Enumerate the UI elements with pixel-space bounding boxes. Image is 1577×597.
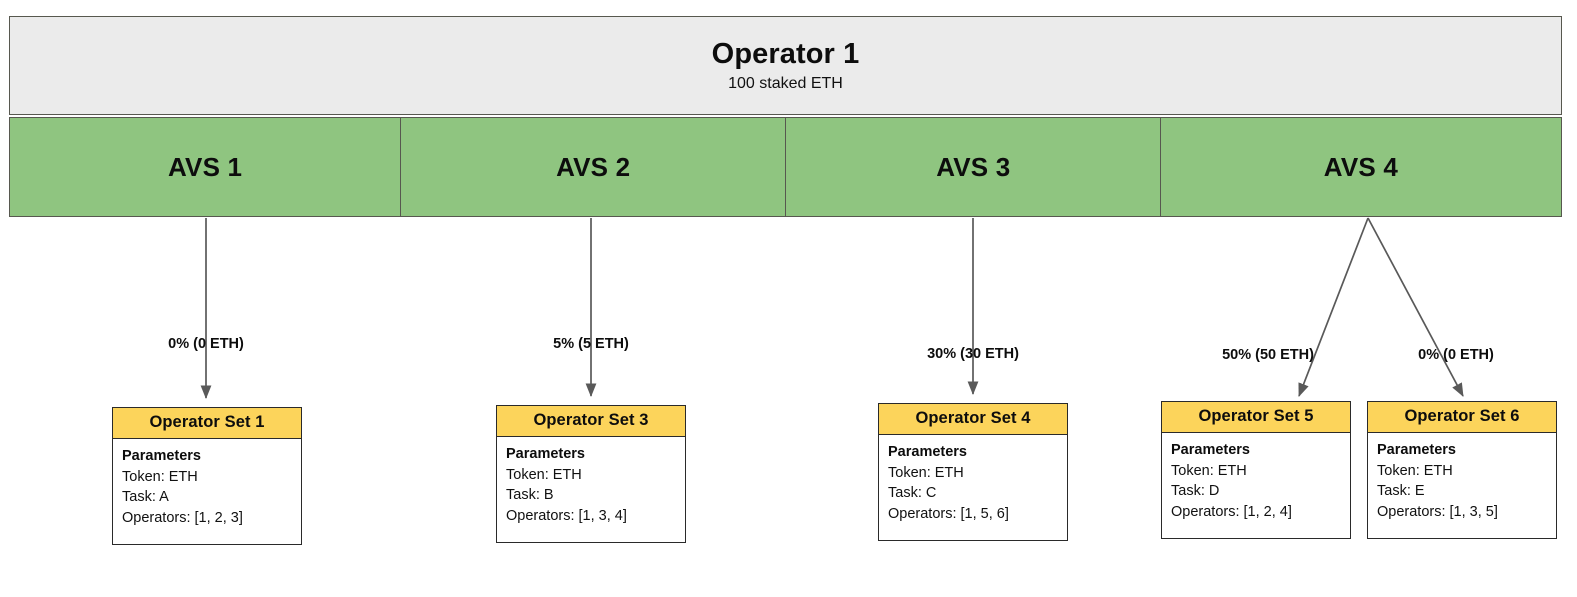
operator-set-title: Operator Set 6 [1368,402,1556,433]
operator-title: Operator 1 [711,37,860,70]
params-heading: Parameters [1171,441,1250,458]
param-token: Token: ETH [888,464,964,481]
param-token: Token: ETH [122,468,198,485]
operator-node: Operator 1 100 staked ETH [9,16,1562,115]
edge-avs4-opset5 [1298,217,1369,397]
param-task: Task: C [888,485,937,502]
param-operators: Operators: [1, 3, 4] [506,507,627,524]
avs-label: AVS 1 [167,151,243,182]
operator-set-params: Parameters Token: ETH Task: A Operators:… [113,439,301,536]
avs-label: AVS 2 [556,151,631,182]
operator-set-title: Operator Set 3 [497,406,685,437]
operator-set-card-6[interactable]: Operator Set 6 Parameters Token: ETH Tas… [1367,401,1557,539]
avs-label: AVS 4 [1323,151,1399,182]
allocation-label-avs1-opset1: 0% (0 ETH) [168,336,244,352]
operator-set-params: Parameters Token: ETH Task: B Operators:… [497,437,685,534]
param-task: Task: B [506,487,554,504]
params-heading: Parameters [1377,441,1456,458]
params-heading: Parameters [506,445,585,462]
avs-row: AVS 1 AVS 2 AVS 3 AVS 4 [9,117,1562,217]
param-operators: Operators: [1, 2, 3] [122,509,243,526]
params-heading: Parameters [122,447,201,464]
edge-avs4-opset6 [1367,217,1464,397]
avs-node-2[interactable]: AVS 2 [399,117,787,217]
param-token: Token: ETH [1377,462,1453,479]
param-task: Task: D [1171,483,1220,500]
avs-node-3[interactable]: AVS 3 [785,117,1162,217]
params-heading: Parameters [888,443,967,460]
allocation-label-avs4-opset6: 0% (0 ETH) [1418,347,1494,363]
param-task: Task: E [1377,483,1425,500]
param-task: Task: A [122,489,169,506]
operator-set-params: Parameters Token: ETH Task: C Operators:… [879,435,1067,532]
operator-set-card-3[interactable]: Operator Set 3 Parameters Token: ETH Tas… [496,405,686,543]
operator-set-params: Parameters Token: ETH Task: E Operators:… [1368,433,1556,530]
operator-set-title: Operator Set 5 [1162,402,1350,433]
operator-set-card-5[interactable]: Operator Set 5 Parameters Token: ETH Tas… [1161,401,1351,539]
param-operators: Operators: [1, 2, 4] [1171,503,1292,520]
operator-stake-label: 100 staked ETH [728,74,843,92]
operator-set-title: Operator Set 4 [879,404,1067,435]
param-operators: Operators: [1, 5, 6] [888,505,1009,522]
avs-node-1[interactable]: AVS 1 [9,117,402,217]
allocation-label-avs4-opset5: 50% (50 ETH) [1222,347,1314,363]
operator-set-card-4[interactable]: Operator Set 4 Parameters Token: ETH Tas… [878,403,1068,541]
allocation-label-avs3-opset4: 30% (30 ETH) [927,346,1019,362]
avs-node-4[interactable]: AVS 4 [1159,117,1562,217]
operator-set-card-1[interactable]: Operator Set 1 Parameters Token: ETH Tas… [112,407,302,545]
param-operators: Operators: [1, 3, 5] [1377,503,1498,520]
avs-label: AVS 3 [936,151,1011,182]
allocation-label-avs2-opset3: 5% (5 ETH) [553,336,629,352]
operator-set-title: Operator Set 1 [113,408,301,439]
param-token: Token: ETH [1171,462,1247,479]
operator-set-params: Parameters Token: ETH Task: D Operators:… [1162,433,1350,530]
param-token: Token: ETH [506,466,582,483]
